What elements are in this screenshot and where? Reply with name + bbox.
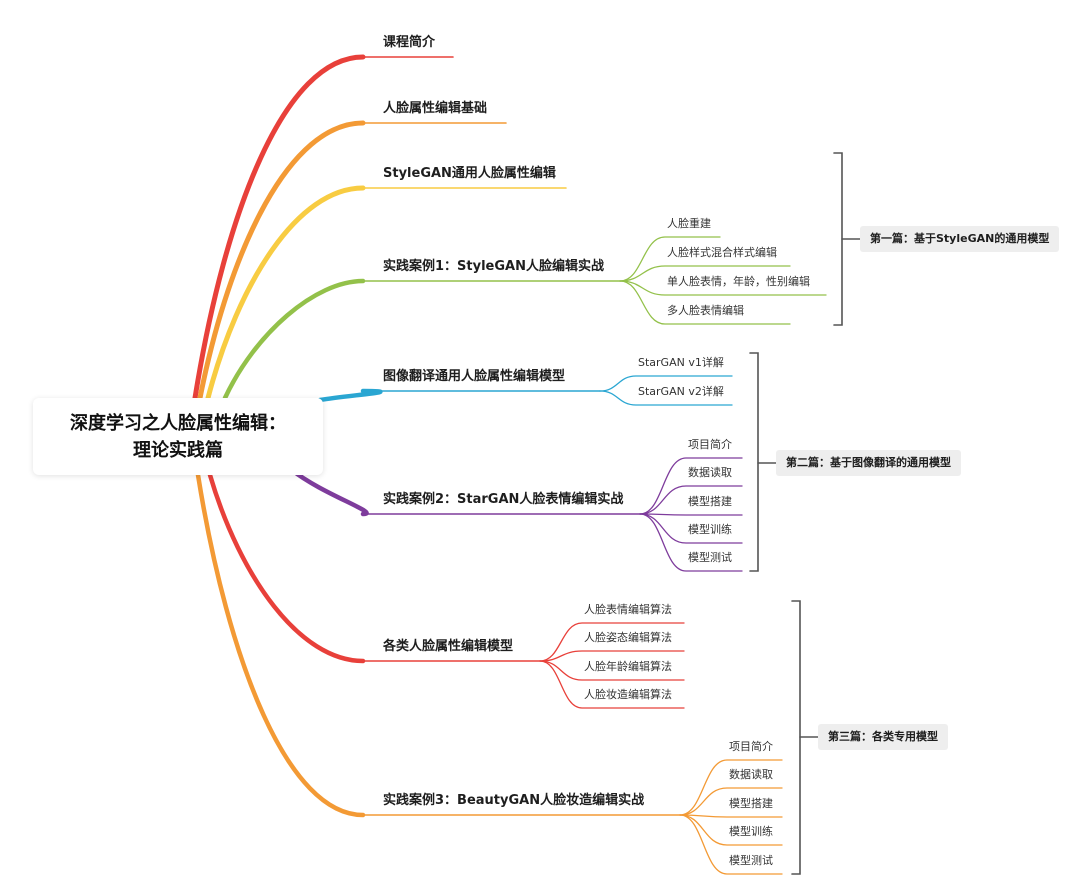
child-label-8-2[interactable]: 数据读取	[729, 768, 773, 781]
child-connector-7-4	[539, 660, 685, 709]
part-label-3[interactable]: 第三篇：各类专用模型	[818, 724, 948, 750]
part-bracket-3	[791, 600, 801, 875]
branch-label-2[interactable]: 人脸属性编辑基础	[383, 101, 488, 116]
branch-label-4[interactable]: 实践案例1：StyleGAN人脸编辑实战	[383, 259, 604, 274]
child-label-6-1[interactable]: 项目简介	[688, 438, 732, 451]
branch-curve-1	[192, 54, 366, 401]
branch-label-5[interactable]: 图像翻译通用人脸属性编辑模型	[383, 369, 566, 384]
branch-curve-7	[207, 472, 366, 664]
branch-curve-4	[222, 278, 366, 401]
branch-curve-5	[317, 388, 383, 403]
child-connector-8-4	[679, 814, 783, 846]
child-label-4-3[interactable]: 单人脸表情，年龄，性别编辑	[667, 275, 810, 288]
child-connector-4-2	[619, 265, 791, 282]
root-topic[interactable]: 深度学习之人脸属性编辑： 理论实践篇	[33, 398, 323, 475]
child-label-6-4[interactable]: 模型训练	[688, 523, 732, 536]
child-connector-8-1	[679, 759, 783, 816]
branch-curve-3	[205, 185, 366, 401]
branch-curve-8	[195, 472, 366, 818]
branch-label-8[interactable]: 实践案例3：BeautyGAN人脸妆造编辑实战	[383, 793, 645, 808]
child-label-8-3[interactable]: 模型搭建	[729, 797, 773, 810]
child-label-6-5[interactable]: 模型测试	[688, 551, 732, 564]
child-connector-5-1	[599, 375, 733, 392]
child-connector-8-5	[679, 814, 783, 875]
child-connector-8-2	[679, 787, 783, 816]
child-label-5-1[interactable]: StarGAN v1详解	[638, 356, 724, 369]
child-label-7-3[interactable]: 人脸年龄编辑算法	[584, 660, 672, 673]
child-connector-6-2	[639, 485, 743, 515]
part-bracket-1	[833, 152, 843, 326]
child-connector-6-1	[639, 457, 743, 515]
child-label-7-1[interactable]: 人脸表情编辑算法	[584, 603, 672, 616]
child-label-7-4[interactable]: 人脸妆造编辑算法	[584, 688, 672, 701]
child-label-6-3[interactable]: 模型搭建	[688, 495, 732, 508]
child-connector-7-1	[539, 622, 685, 662]
child-label-8-1[interactable]: 项目简介	[729, 740, 773, 753]
child-connector-4-1	[619, 236, 721, 282]
branch-label-6[interactable]: 实践案例2：StarGAN人脸表情编辑实战	[383, 492, 624, 507]
child-connector-5-2	[599, 390, 733, 406]
child-label-7-2[interactable]: 人脸姿态编辑算法	[584, 631, 672, 644]
child-label-4-2[interactable]: 人脸样式混合样式编辑	[667, 246, 777, 259]
child-connector-4-3	[619, 280, 827, 296]
child-label-8-5[interactable]: 模型测试	[729, 854, 773, 867]
child-connector-7-2	[539, 650, 685, 662]
branch-label-3[interactable]: StyleGAN通用人脸属性编辑	[383, 166, 556, 181]
child-connector-8-3	[679, 814, 783, 818]
child-connector-6-5	[639, 513, 743, 572]
child-label-5-2[interactable]: StarGAN v2详解	[638, 385, 724, 398]
part-bracket-2	[749, 352, 759, 572]
root-title-line1: 深度学习之人脸属性编辑：	[70, 412, 286, 434]
child-connector-6-4	[639, 513, 743, 544]
branch-curve-2	[197, 120, 366, 401]
child-connector-6-3	[639, 513, 743, 516]
root-title-line2: 理论实践篇	[133, 439, 223, 461]
child-label-4-1[interactable]: 人脸重建	[667, 217, 711, 230]
child-label-6-2[interactable]: 数据读取	[688, 466, 732, 479]
child-label-4-4[interactable]: 多人脸表情编辑	[667, 304, 744, 317]
child-connector-4-4	[619, 280, 791, 325]
part-label-2[interactable]: 第二篇：基于图像翻译的通用模型	[776, 450, 961, 476]
child-label-8-4[interactable]: 模型训练	[729, 825, 773, 838]
branch-curve-6	[289, 467, 369, 517]
branch-label-1[interactable]: 课程简介	[383, 35, 436, 50]
branch-label-7[interactable]: 各类人脸属性编辑模型	[383, 639, 514, 654]
part-label-1[interactable]: 第一篇：基于StyleGAN的通用模型	[860, 226, 1060, 252]
